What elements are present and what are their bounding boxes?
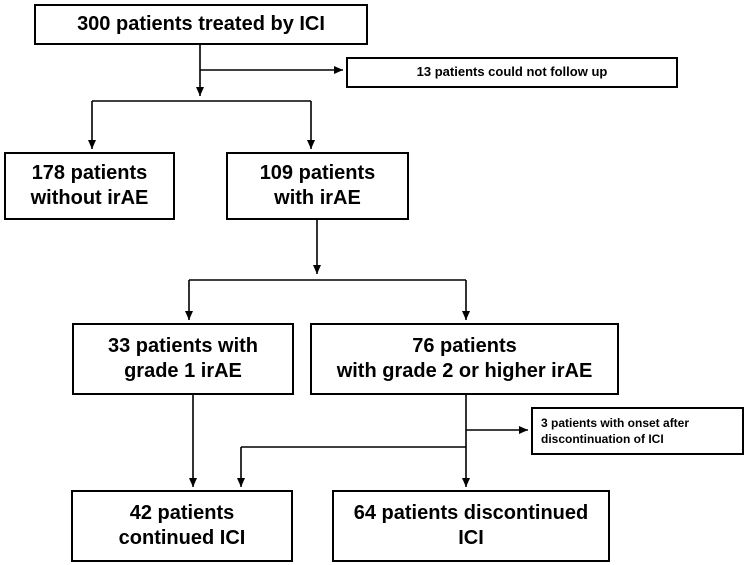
box-discontinued-ici: 64 patients discontinued ICI — [332, 490, 610, 562]
box-total-patients: 300 patients treated by ICI — [34, 4, 368, 45]
box-lost-follow-up-label: 13 patients could not follow up — [416, 64, 608, 80]
box-without-irae-label: 178 patients without irAE — [30, 162, 149, 209]
box-continued-ici-label: 42 patients continued ICI — [118, 502, 246, 549]
box-grade1-irae: 33 patients with grade 1 irAE — [72, 323, 294, 395]
box-with-irae-label: 109 patients with irAE — [259, 162, 376, 209]
box-grade2-higher-irae-label: 76 patients with grade 2 or higher irAE — [336, 335, 593, 382]
box-without-irae: 178 patients without irAE — [4, 152, 175, 220]
box-grade1-irae-label: 33 patients with grade 1 irAE — [107, 335, 259, 382]
box-with-irae: 109 patients with irAE — [226, 152, 409, 220]
box-lost-follow-up: 13 patients could not follow up — [346, 57, 678, 88]
box-discontinued-ici-label: 64 patients discontinued ICI — [353, 502, 589, 549]
box-total-patients-label: 300 patients treated by ICI — [77, 13, 325, 35]
box-onset-after-discontinuation-label: 3 patients with onset after discontinuat… — [541, 415, 690, 446]
box-onset-after-discontinuation: 3 patients with onset after discontinuat… — [531, 407, 744, 455]
box-grade2-higher-irae: 76 patients with grade 2 or higher irAE — [310, 323, 619, 395]
box-continued-ici: 42 patients continued ICI — [71, 490, 293, 562]
